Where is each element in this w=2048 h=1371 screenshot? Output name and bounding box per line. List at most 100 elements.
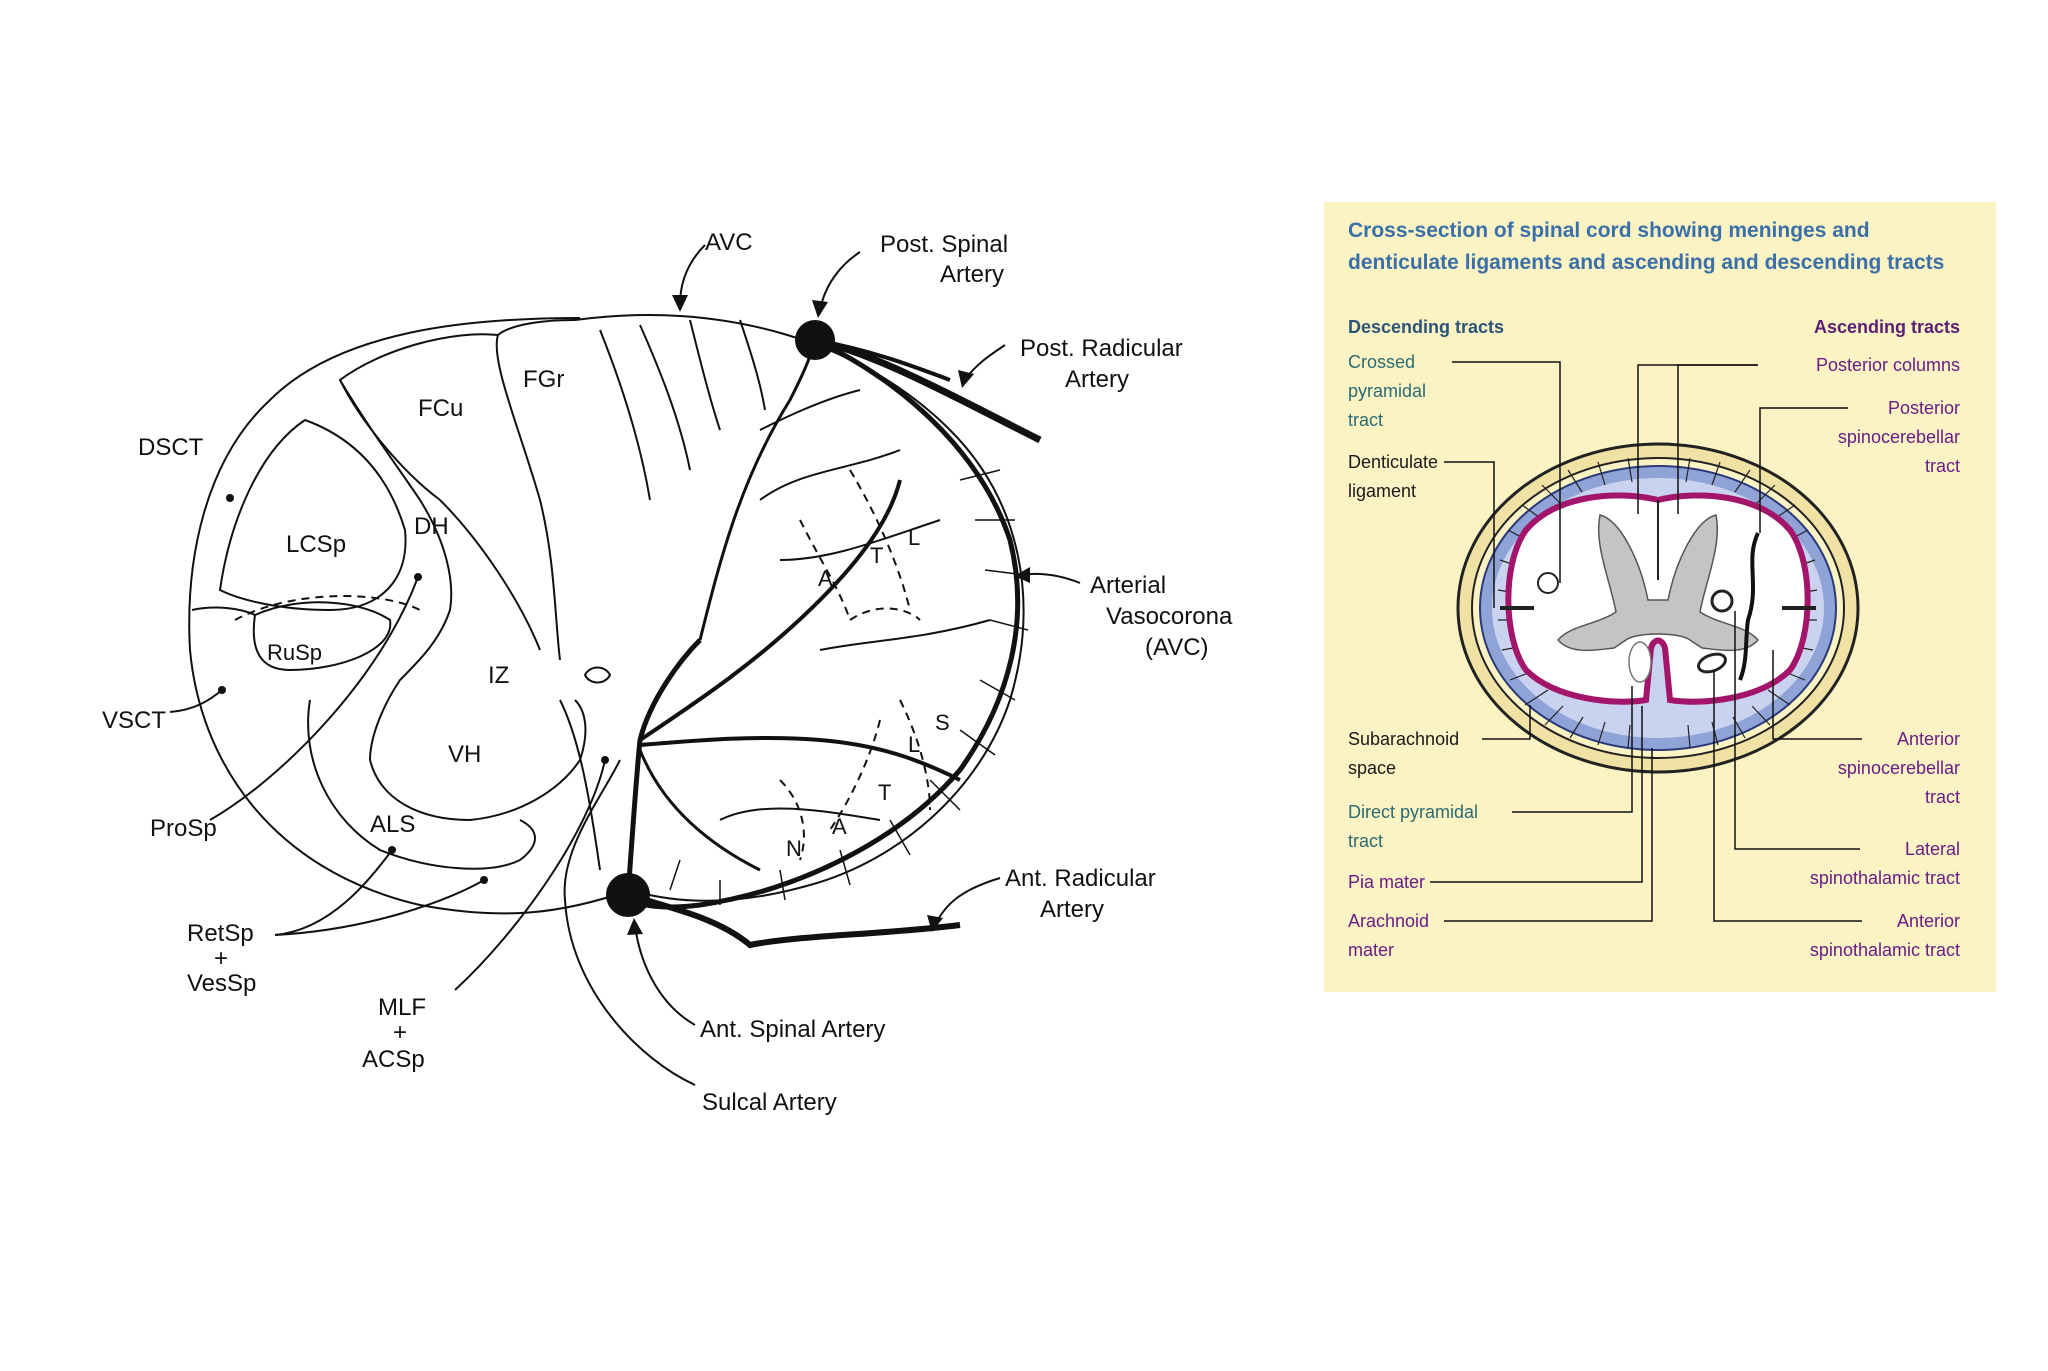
zone-t-lower: T xyxy=(878,780,891,805)
avc-arrowhead xyxy=(672,295,688,312)
twig-3 xyxy=(669,469,1029,905)
label-arterial-vasocorona-2: Vasocorona xyxy=(1106,603,1233,630)
cord-outline-right xyxy=(574,314,1025,902)
label-ant-radicular-1: Ant. Radicular xyxy=(1005,865,1156,892)
ant-spinal-arrow xyxy=(634,924,696,1026)
label-ant-spinal-artery: Ant. Spinal Artery xyxy=(700,1016,885,1043)
label-post-spino-1: Posterior xyxy=(1888,398,1960,418)
twig-1 xyxy=(719,389,991,821)
fgr-outline xyxy=(495,319,576,661)
label-ant-spinothal-1: Anterior xyxy=(1897,911,1960,931)
label-ant-spino-3: tract xyxy=(1925,787,1960,807)
fcu-outline xyxy=(338,333,541,651)
label-ant-spino-1: Anterior xyxy=(1897,729,1960,749)
label-fcu: FCu xyxy=(418,395,463,422)
label-plus-2: + xyxy=(393,1019,407,1046)
label-pia: Pia mater xyxy=(1348,872,1425,892)
label-prosp: ProSp xyxy=(150,815,217,842)
zone-a-upper: A xyxy=(818,566,833,591)
retsp-pointer xyxy=(274,849,393,936)
main-branch-4 xyxy=(698,339,817,641)
twig-2 xyxy=(599,319,766,501)
descending-tracts-header: Descending tracts xyxy=(1348,317,1504,337)
label-post-spinal-1: Post. Spinal xyxy=(880,231,1008,258)
avc-side-arrowhead xyxy=(1014,567,1030,583)
crossed-pyramidal-marker xyxy=(1537,572,1559,594)
label-post-spino-3: tract xyxy=(1925,456,1960,476)
sulcal-pointer xyxy=(563,759,696,1086)
zone-s-lower: S xyxy=(935,710,950,735)
label-vh: VH xyxy=(448,741,481,768)
sulcal-trunk xyxy=(625,638,702,896)
lcsp-outline xyxy=(218,418,407,612)
ant-radicular-arrowhead xyxy=(927,915,943,932)
label-arachnoid-1: Arachnoid xyxy=(1348,911,1429,931)
central-canal xyxy=(583,666,612,684)
cord-outline-left xyxy=(188,317,631,915)
label-ant-spinothal-2: spinothalamic tract xyxy=(1810,940,1960,960)
zone-n-lower: N xyxy=(786,836,802,861)
label-vessp: VesSp xyxy=(187,970,256,997)
meninges-tracts-panel: Cross-section of spinal cord showing men… xyxy=(1324,202,1996,992)
ant-spinal-arrowhead xyxy=(627,918,643,935)
label-als: ALS xyxy=(370,811,415,838)
ant-spinal-artery-node xyxy=(606,873,650,917)
label-arachnoid-2: mater xyxy=(1348,940,1394,960)
main-branch-2 xyxy=(639,735,961,782)
vessp-pointer xyxy=(274,879,485,936)
prosp-pointer xyxy=(209,576,419,821)
lateral-spinothalamic-marker xyxy=(1710,589,1734,613)
vsct-pointer xyxy=(169,689,223,713)
label-mlf: MLF xyxy=(378,994,426,1021)
label-lcsp: LCSp xyxy=(286,531,346,558)
label-iz: IZ xyxy=(488,662,509,689)
ant-radicular-arrow xyxy=(934,877,1001,926)
label-vsct: VSCT xyxy=(102,707,166,734)
post-spinal-arrow xyxy=(819,251,861,311)
cross-section-drawing xyxy=(1456,442,1860,774)
main-branch-3 xyxy=(638,749,761,872)
dsct-dot xyxy=(226,494,234,502)
panel-title-line-1: Cross-section of spinal cord showing men… xyxy=(1348,219,1870,242)
post-spinal-arrowhead xyxy=(812,300,828,318)
rusp-outline xyxy=(252,601,392,672)
label-lat-spinothal-2: spinothalamic tract xyxy=(1810,868,1960,888)
ventral-horn-outline xyxy=(369,699,587,822)
ant-radicular-artery xyxy=(627,892,961,949)
dsct-vsct-divider xyxy=(191,606,256,616)
anterior-fissure xyxy=(1628,641,1652,683)
als-outline xyxy=(307,699,536,870)
main-branch-1 xyxy=(638,479,902,742)
label-arterial-vasocorona-1: Arterial xyxy=(1090,572,1166,599)
label-post-radicular-2: Artery xyxy=(1065,366,1129,393)
label-post-spino-2: spinocerebellar xyxy=(1838,427,1960,447)
label-denticulate-2: ligament xyxy=(1348,481,1416,501)
zone-a-lower: A xyxy=(832,814,847,839)
post-spinal-artery-node xyxy=(795,320,835,360)
leader-lines xyxy=(1430,361,1862,922)
label-crossed-1: Crossed xyxy=(1348,352,1415,372)
label-crossed-3: tract xyxy=(1348,410,1383,430)
label-subarachnoid-2: space xyxy=(1348,758,1396,778)
label-subarachnoid-1: Subarachnoid xyxy=(1348,729,1459,749)
label-denticulate-1: Denticulate xyxy=(1348,452,1438,472)
label-retsp: RetSp xyxy=(187,920,254,947)
label-post-spinal-2: Artery xyxy=(940,261,1004,288)
anterior-funiculus xyxy=(559,699,601,871)
post-radicular-arrowhead xyxy=(958,370,974,388)
label-rusp: RuSp xyxy=(267,640,322,665)
label-ant-spino-2: spinocerebellar xyxy=(1838,758,1960,778)
label-direct-2: tract xyxy=(1348,831,1383,851)
label-dsct: DSCT xyxy=(138,434,204,461)
label-dh: DH xyxy=(414,513,449,540)
panel-title-line-2: denticulate ligaments and ascending and … xyxy=(1348,251,1944,274)
label-lat-spinothal-1: Lateral xyxy=(1905,839,1960,859)
posterior-spinocerebellar-marker xyxy=(1738,532,1760,681)
label-crossed-2: pyramidal xyxy=(1348,381,1426,401)
label-ant-radicular-2: Artery xyxy=(1040,896,1104,923)
label-post-radicular-1: Post. Radicular xyxy=(1020,335,1183,362)
mlf-pointer xyxy=(454,759,606,991)
arterial-supply xyxy=(599,319,1042,949)
